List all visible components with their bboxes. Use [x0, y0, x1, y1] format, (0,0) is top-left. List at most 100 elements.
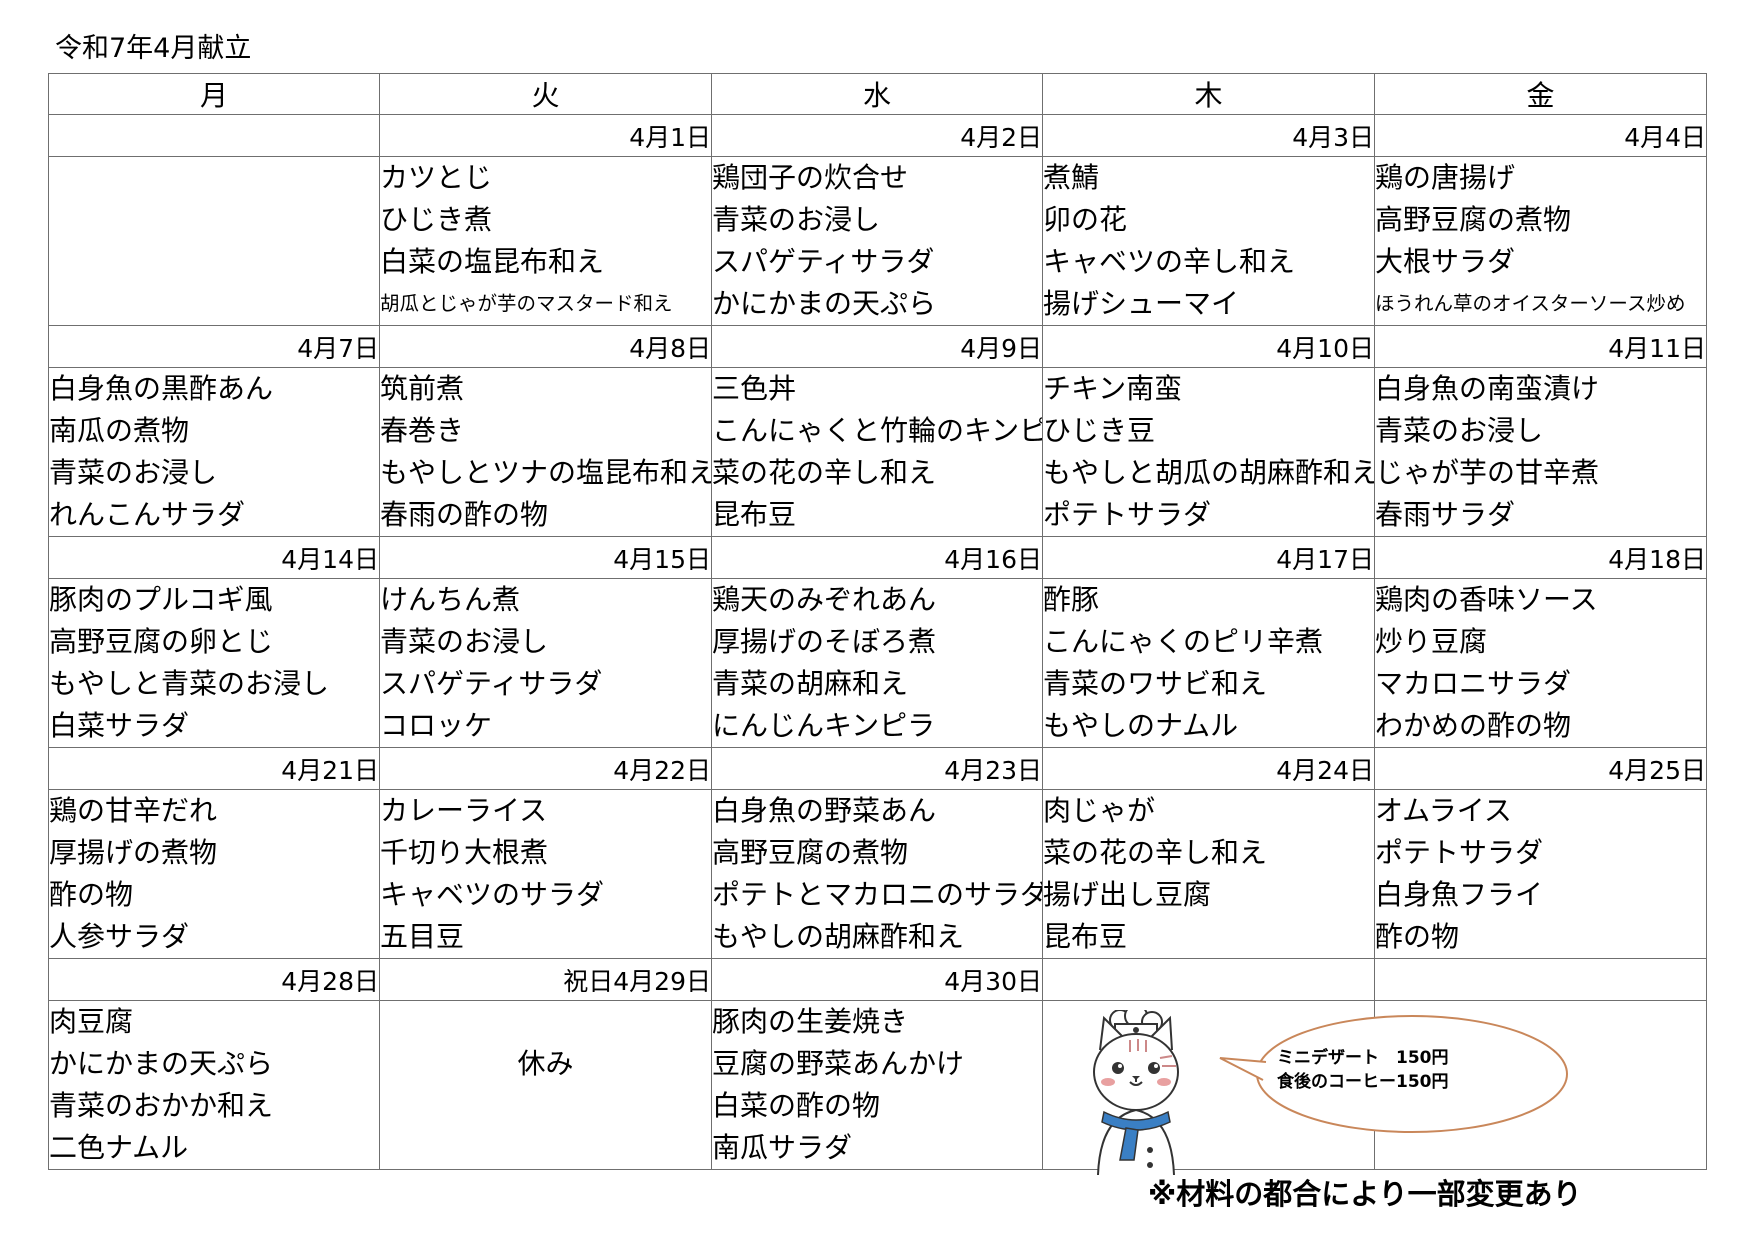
dish-item: 南瓜サラダ — [712, 1131, 853, 1164]
dish-item: 鶏天のみぞれあん — [712, 583, 937, 616]
dish-item: ポテトサラダ — [1043, 498, 1212, 531]
menu-cell-fri: 鶏の唐揚げ高野豆腐の煮物大根サラダほうれん草のオイスターソース炒め — [1374, 156, 1707, 326]
menu-cell-fri: 白身魚の南蛮漬け青菜のお浸しじゃが芋の甘辛煮春雨サラダ — [1374, 367, 1707, 537]
dish-item: チキン南蛮 — [1043, 372, 1183, 405]
date-cell-wed: 4月2日 — [711, 114, 1043, 157]
dish-item: 五目豆 — [380, 920, 465, 953]
dish-item: 人参サラダ — [49, 920, 190, 953]
dish-item: れんこんサラダ — [49, 498, 246, 531]
dish-item: 春巻き — [380, 414, 465, 447]
menu-cell-mon — [48, 156, 380, 326]
dish-item: かにかまの天ぷら — [49, 1047, 274, 1080]
bubble-dessert-text: ミニデザート 150円 — [1277, 1048, 1449, 1068]
dish-item: 昆布豆 — [1043, 920, 1128, 953]
date-cell-tue: 4月22日 — [379, 747, 712, 790]
menu-cell-wed: 三色丼こんにゃくと竹輪のキンピラ菜の花の辛し和え昆布豆 — [711, 367, 1043, 537]
menu-cell-wed: 鶏団子の炊合せ青菜のお浸しスパゲティサラダかにかまの天ぷら — [711, 156, 1043, 326]
date-cell-fri: 4月18日 — [1374, 536, 1707, 579]
dish-item: 鶏の唐揚げ — [1375, 161, 1516, 194]
date-cell-tue: 4月15日 — [379, 536, 712, 579]
date-cell-mon — [48, 114, 380, 157]
dish-item: ひじき豆 — [1043, 414, 1156, 447]
dish-item: もやしと胡瓜の胡麻酢和え — [1043, 456, 1375, 489]
menu-row: 豚肉のプルコギ風高野豆腐の卵とじもやしと青菜のお浸し白菜サラダけんちん煮青菜のお… — [48, 578, 1707, 748]
dish-item: 南瓜の煮物 — [49, 414, 190, 447]
menu-row: 肉豆腐かにかまの天ぷら青菜のおかか和え二色ナムル休み豚肉の生姜焼き豆腐の野菜あん… — [48, 1000, 1707, 1170]
weekday-fri: 金 — [1374, 73, 1707, 115]
dish-item: こんにゃくと竹輪のキンピラ — [712, 414, 1043, 447]
dish-item: 酢の物 — [49, 878, 134, 911]
dish-item: ポテトとマカロニのサラダ — [712, 878, 1043, 911]
dish-item: もやしのナムル — [1043, 709, 1239, 742]
menu-cell-tue: カレーライス千切り大根煮キャベツのサラダ五目豆 — [379, 789, 712, 959]
menu-cell-mon: 豚肉のプルコギ風高野豆腐の卵とじもやしと青菜のお浸し白菜サラダ — [48, 578, 380, 748]
holiday-label: 休み — [517, 1047, 574, 1080]
dish-item: 三色丼 — [712, 372, 797, 405]
bubble-coffee-text: 食後のコーヒー150円 — [1277, 1072, 1449, 1092]
date-cell-wed: 4月30日 — [711, 958, 1043, 1001]
date-cell-tue: 祝日4月29日 — [379, 958, 712, 1001]
date-cell-tue: 4月1日 — [379, 114, 712, 157]
date-cell-fri: 4月4日 — [1374, 114, 1707, 157]
date-cell-thu: 4月24日 — [1042, 747, 1375, 790]
scarf-icon — [1101, 1110, 1171, 1131]
date-cell-tue: 4月8日 — [379, 325, 712, 368]
dish-item: にんじんキンピラ — [712, 709, 936, 742]
date-cell-mon: 4月14日 — [48, 536, 380, 579]
menu-cell-thu: 酢豚こんにゃくのピリ辛煮青菜のワサビ和えもやしのナムル — [1042, 578, 1375, 748]
dish-item: キャベツの辛し和え — [1043, 245, 1296, 278]
dish-item: キャベツのサラダ — [380, 878, 605, 911]
menu-cell-tue: けんちん煮青菜のお浸しスパゲティサラダコロッケ — [379, 578, 712, 748]
menu-cell-mon: 鶏の甘辛だれ厚揚げの煮物酢の物人参サラダ — [48, 789, 380, 959]
dish-item: 白菜の塩昆布和え — [380, 245, 605, 278]
dish-item: 酢豚 — [1043, 583, 1100, 616]
dish-item: こんにゃくのピリ辛煮 — [1043, 625, 1324, 658]
dish-item: 厚揚げのそぼろ煮 — [712, 625, 937, 658]
dish-item: 青菜のお浸し — [380, 625, 549, 658]
dish-item: 青菜のお浸し — [712, 203, 881, 236]
dish-item: オムライス — [1375, 794, 1512, 827]
dish-item: 青菜のお浸し — [1375, 414, 1544, 447]
dish-item: 青菜のお浸し — [49, 456, 218, 489]
dish-item: わかめの酢の物 — [1375, 709, 1572, 742]
menu-cell-tue: カツとじひじき煮白菜の塩昆布和え胡瓜とじゃが芋のマスタード和え — [379, 156, 712, 326]
weekday-wed: 水 — [711, 73, 1043, 115]
dish-item: 青菜の胡麻和え — [712, 667, 909, 700]
dish-item: 千切り大根煮 — [380, 836, 549, 869]
dish-item: かにかまの天ぷら — [712, 287, 937, 320]
dish-item: 揚げ出し豆腐 — [1043, 878, 1212, 911]
date-cell-mon: 4月28日 — [48, 958, 380, 1001]
cat-head — [1093, 1033, 1179, 1111]
dish-item: 昆布豆 — [712, 498, 797, 531]
date-cell-thu — [1042, 958, 1375, 1001]
dish-item: もやしと青菜のお浸し — [49, 667, 330, 700]
chef-cat-illustration — [1093, 1010, 1568, 1176]
date-cell-fri: 4月11日 — [1374, 325, 1707, 368]
menu-cell-tue: 筑前煮春巻きもやしとツナの塩昆布和え春雨の酢の物 — [379, 367, 712, 537]
date-cell-thu: 4月3日 — [1042, 114, 1375, 157]
dish-item: 肉豆腐 — [49, 1005, 134, 1038]
dish-item: 厚揚げの煮物 — [49, 836, 218, 869]
dish-item: 青菜のおかか和え — [49, 1089, 274, 1122]
menu-cell-mon: 白身魚の黒酢あん南瓜の煮物青菜のお浸しれんこんサラダ — [48, 367, 380, 537]
dish-item: 豚肉の生姜焼き — [712, 1005, 909, 1038]
weekday-mon: 月 — [48, 73, 380, 115]
dish-item: 白菜の酢の物 — [712, 1089, 881, 1122]
dish-item: 高野豆腐の煮物 — [712, 836, 909, 869]
dish-item: 鶏の甘辛だれ — [49, 794, 218, 827]
weekday-tue: 火 — [379, 73, 712, 115]
dish-item: 青菜のワサビ和え — [1043, 667, 1268, 700]
dish-item: 卯の花 — [1043, 203, 1128, 236]
weekday-thu: 木 — [1042, 73, 1375, 115]
menu-cell-tue: 休み — [379, 1000, 712, 1170]
menu-row: カツとじひじき煮白菜の塩昆布和え胡瓜とじゃが芋のマスタード和え鶏団子の炊合せ青菜… — [48, 156, 1707, 326]
dish-item: 筑前煮 — [380, 372, 465, 405]
menu-row: 白身魚の黒酢あん南瓜の煮物青菜のお浸しれんこんサラダ筑前煮春巻きもやしとツナの塩… — [48, 367, 1707, 537]
date-cell-thu: 4月17日 — [1042, 536, 1375, 579]
